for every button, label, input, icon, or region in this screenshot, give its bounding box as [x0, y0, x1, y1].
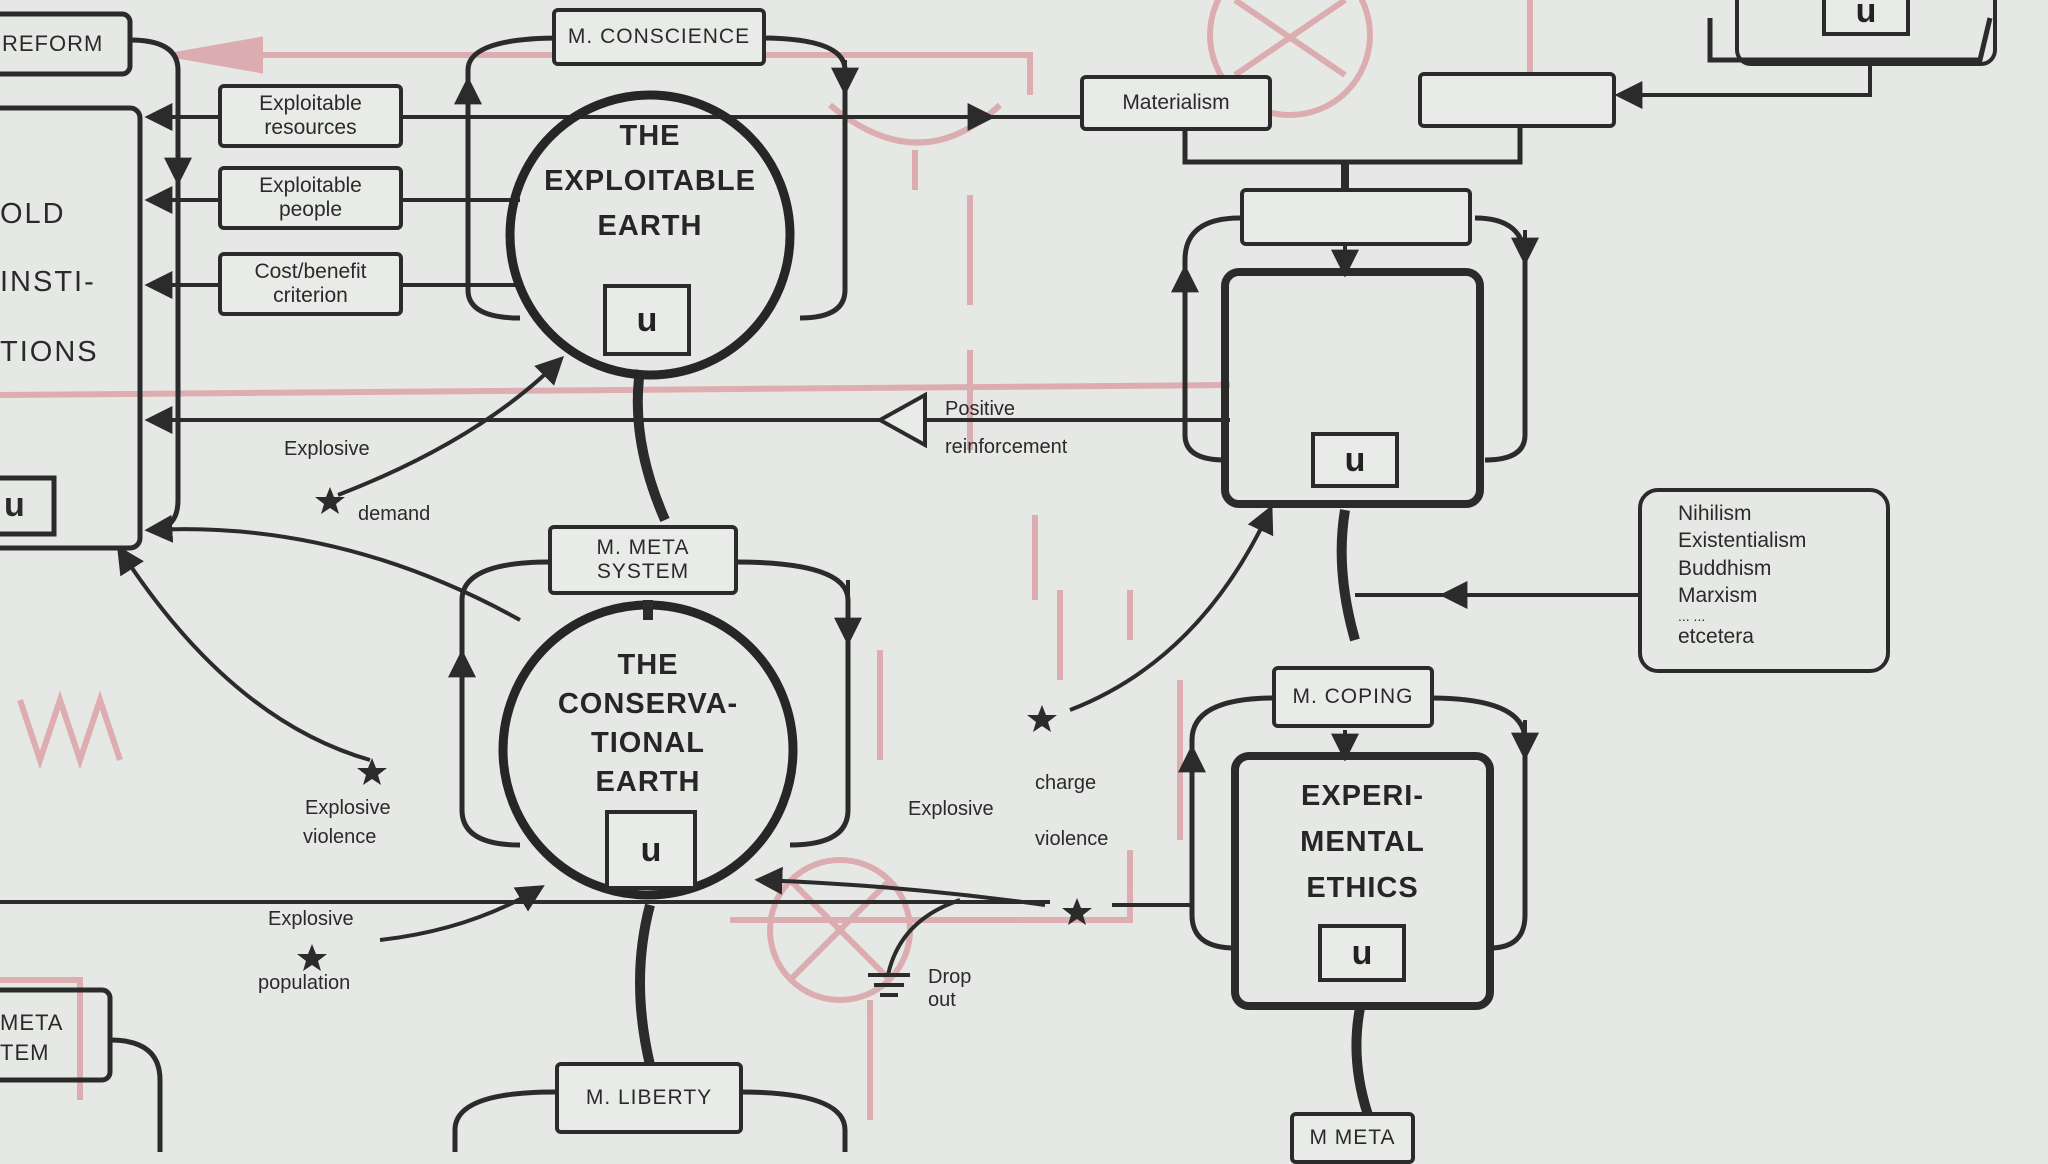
top-right-square-u: u [1311, 432, 1399, 488]
explosive-demand-label-1: Explosive [284, 438, 370, 460]
exploitable-people-box: Exploitable people [218, 166, 403, 230]
star-icon [297, 944, 327, 971]
exploitable-earth-title: THE EXPLOITABLE EARTH [544, 120, 756, 242]
star-icons [297, 487, 1092, 971]
reform-label: REFORM [2, 30, 104, 56]
tions-label: TIONS [0, 336, 99, 368]
conservational-earth-u: u [605, 810, 697, 890]
reform-box [0, 11, 133, 77]
explosive-violence-label-1: Explosive [305, 797, 391, 819]
list-item: ... ... [1678, 608, 1706, 625]
left-u-label: u [4, 486, 25, 524]
positive-reinforcement-label: Positive reinforcement [945, 398, 1068, 458]
tem-fragment-label: TEM [0, 1040, 50, 1065]
top-right-corner-box [1735, 0, 1997, 66]
drop-out-label: Drop out [928, 966, 972, 1011]
explosive-demand-label-2: demand [358, 503, 431, 525]
insti-label: INSTI- [0, 266, 96, 298]
top-right-corner-u: u [1822, 0, 1910, 36]
experimental-ethics-title: EXPERI- MENTAL ETHICS [1300, 780, 1425, 904]
m-liberty-box: M. LIBERTY [555, 1062, 743, 1134]
old-label: OLD [0, 198, 66, 230]
m-coping-box: M. COPING [1272, 666, 1434, 728]
m-meta-bottom-box: M META [1290, 1112, 1415, 1164]
blank-top-box [1418, 72, 1616, 128]
exploitable-earth-u: u [603, 284, 691, 356]
m-conscience-box: M. CONSCIENCE [552, 8, 766, 66]
list-item: Marxism [1678, 583, 1758, 607]
materialism-box: Materialism [1080, 75, 1272, 131]
conservational-earth-title: THE CONSERVA- TIONAL EARTH [557, 649, 739, 798]
explosive-right-label: Explosive [908, 798, 994, 820]
reinforcement-triangle [875, 391, 927, 449]
left-u-box [0, 475, 57, 537]
star-icon [1027, 705, 1057, 732]
cost-benefit-box: Cost/benefit criterion [218, 252, 403, 316]
star-icon [1062, 898, 1092, 925]
star-icon [357, 758, 387, 785]
charge-label: charge [1035, 772, 1097, 794]
explosive-population-label-2: population [258, 972, 351, 994]
list-item: etcetera [1678, 625, 1754, 649]
exploitable-earth-circle [505, 90, 795, 380]
meta-fragment-label: META [0, 1010, 64, 1035]
list-item: Buddhism [1678, 556, 1772, 580]
old-institutions-box [0, 105, 143, 551]
experimental-ethics-square [1231, 752, 1494, 1010]
ground-icon [868, 898, 961, 997]
explosive-population-label-1: Explosive [268, 908, 354, 930]
experimental-ethics-u: u [1318, 924, 1406, 982]
violence-right-label: violence [1035, 828, 1109, 850]
left-meta-system-box [0, 987, 113, 1083]
explosive-violence-label-2: violence [303, 826, 377, 848]
list-item: Nihilism [1678, 502, 1752, 525]
star-icon [315, 487, 345, 514]
philosophies-list: Nihilism Existentialism Buddhism Marxism… [1638, 488, 1890, 673]
list-item: Existentialism [1678, 529, 1807, 553]
m-meta-system-box: M. META SYSTEM [548, 525, 738, 595]
blank-upper-box [1240, 188, 1472, 246]
exploitable-resources-box: Exploitable resources [218, 84, 403, 148]
